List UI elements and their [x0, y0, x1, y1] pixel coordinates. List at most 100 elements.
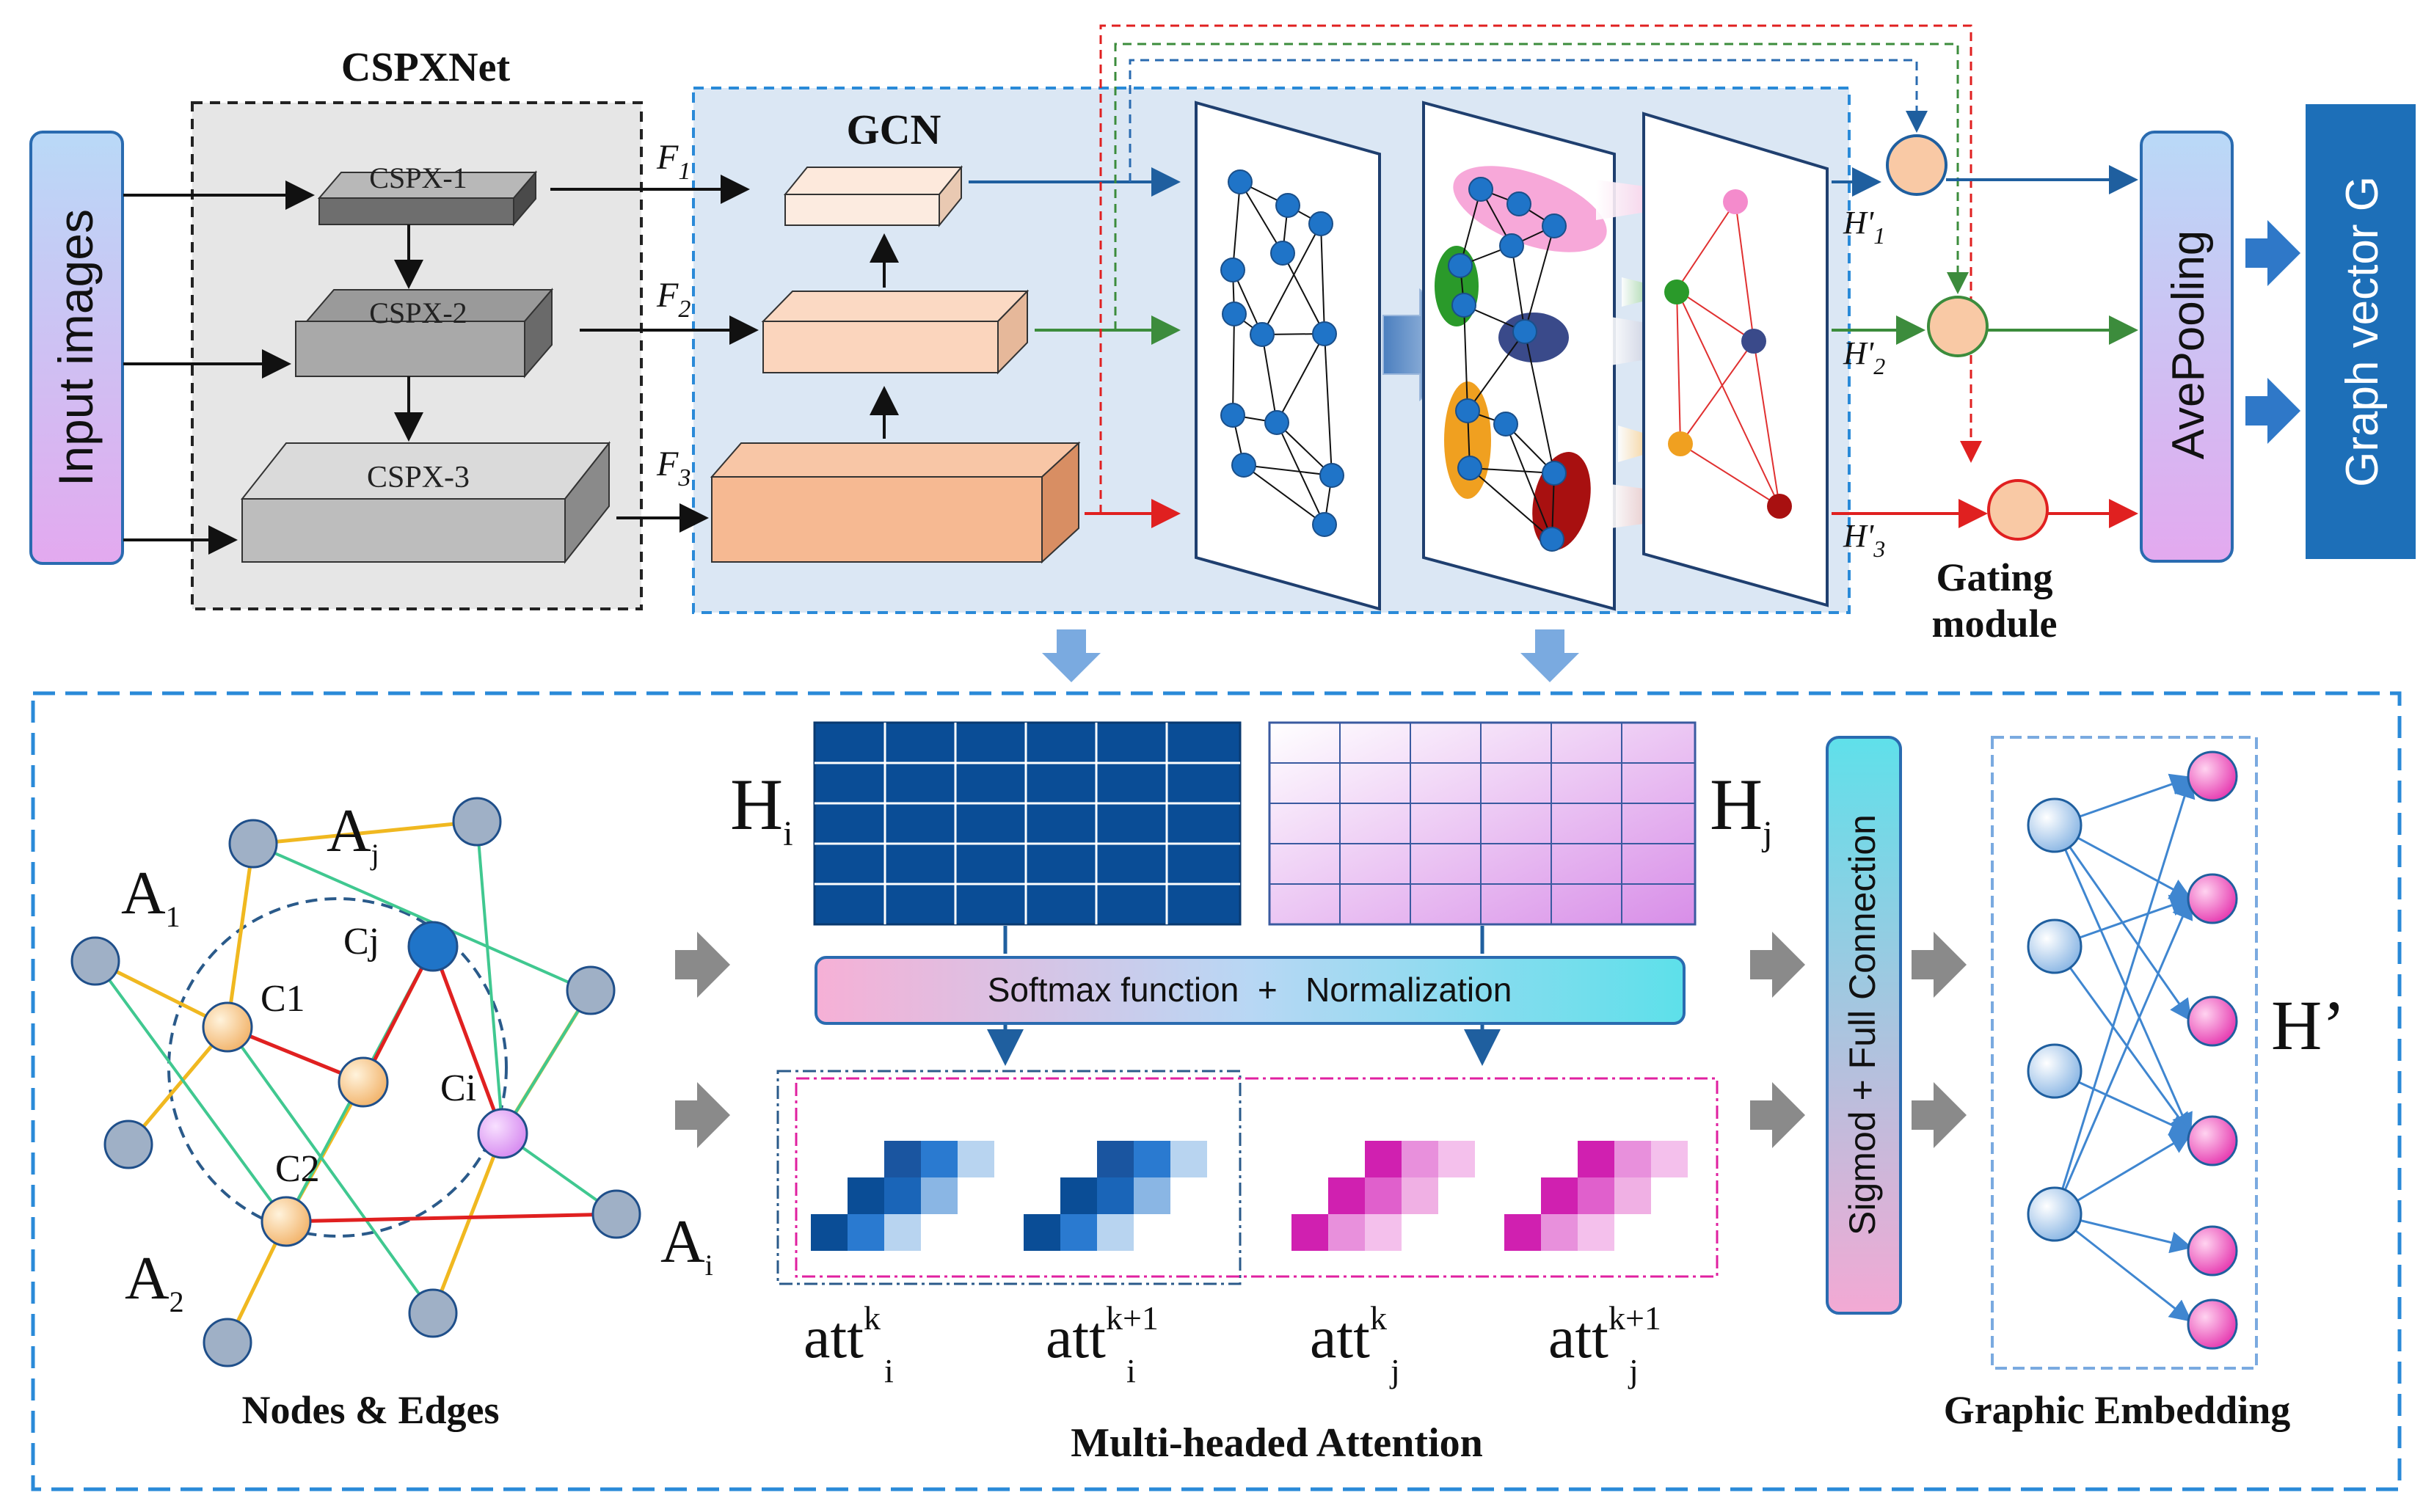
embedding-output-node — [2187, 1115, 2238, 1166]
gcn-title: GCN — [847, 106, 941, 153]
gating-circle-2 — [1927, 296, 1989, 357]
h1-label: H'1 — [1843, 205, 1885, 249]
h-prime-label: H’ — [2271, 986, 2345, 1064]
pooled-node-orange — [1668, 431, 1693, 456]
gating-circle-1 — [1886, 134, 1947, 196]
softmax-label: Softmax function + Normalization — [988, 971, 1512, 1009]
h3-base: H' — [1843, 518, 1875, 554]
label-a1: A1 — [121, 859, 181, 933]
h3-sub: 3 — [1873, 536, 1885, 562]
att-i-k-sup: k — [864, 1299, 881, 1337]
f2-label: F2 — [656, 276, 691, 323]
sigmod-label: Sigmod + Full Connection — [1842, 814, 1883, 1235]
hi-label: Hi — [730, 764, 793, 853]
nodes-edges-graph: A1 Aj A2 Ai C1 C2 Cj Ci Nodes & Edges — [70, 797, 713, 1432]
cspx-1-label: CSPX-1 — [369, 161, 467, 194]
att-j-k1-sub: j — [1628, 1352, 1639, 1389]
hj-matrix — [1268, 721, 1697, 926]
att-j-k1-base: att — [1548, 1304, 1608, 1370]
embedding-input-node — [2027, 1186, 2083, 1242]
pooled-node-navy — [1741, 329, 1766, 354]
cspx-3-block: CSPX-3 — [240, 441, 611, 564]
label-ai: Ai — [660, 1208, 713, 1282]
att-i-container — [776, 1070, 1242, 1285]
gcn-block-2 — [761, 289, 1030, 375]
down-arrow-left — [1042, 629, 1101, 682]
graph-node — [1493, 412, 1518, 437]
graph-node — [1250, 322, 1275, 347]
cluster-boundary — [167, 897, 508, 1238]
att-j-k-sub: j — [1389, 1352, 1400, 1389]
gray-node — [591, 1189, 641, 1239]
gray-node — [452, 797, 502, 847]
label-ai-base: A — [660, 1208, 705, 1276]
f3-sub: 3 — [677, 464, 691, 492]
graph-node — [1222, 302, 1247, 326]
graphic-embedding-caption: Graphic Embedding — [1944, 1388, 2291, 1432]
f3-base: F — [656, 445, 679, 483]
bottom-region — [31, 691, 2402, 1491]
graph-node — [1512, 319, 1537, 344]
down-arrow-right — [1520, 629, 1579, 682]
gray-node — [228, 819, 278, 869]
node-ci — [477, 1108, 528, 1159]
node-cj — [407, 921, 459, 972]
h3-label: H'3 — [1843, 518, 1885, 562]
embedding-output-node — [2187, 750, 2238, 802]
svg-text:F2: F2 — [656, 276, 691, 323]
f2-base: F — [656, 276, 679, 315]
att-j-k1-pattern — [1504, 1141, 1688, 1251]
f2-sub: 2 — [678, 296, 691, 323]
svg-text:F3: F3 — [656, 445, 691, 492]
graph-node — [1448, 253, 1473, 278]
gray-node — [203, 1318, 252, 1367]
graph-node — [1312, 512, 1337, 537]
label-c2: C2 — [275, 1148, 320, 1190]
graph-node — [1457, 456, 1482, 481]
hi-matrix — [813, 721, 1242, 926]
label-cj: Cj — [343, 921, 379, 963]
avepooling-block: AvePooling — [2140, 131, 2234, 563]
nodes-edges-caption: Nodes & Edges — [241, 1388, 499, 1432]
att-j-k-base: att — [1310, 1304, 1370, 1370]
graph-node — [1231, 453, 1256, 478]
f3-label: F3 — [656, 445, 691, 492]
input-images-block: Input images — [29, 131, 124, 565]
gray-node — [408, 1288, 458, 1338]
graph-vector-block: Graph vector G — [2306, 104, 2416, 559]
graph-node — [1270, 241, 1295, 266]
graph-node — [1264, 410, 1289, 435]
hi-base: H — [730, 764, 783, 845]
graph-node — [1542, 213, 1567, 238]
att-j-k-sup: k — [1370, 1299, 1387, 1337]
cspxnet-group: CSPXNet CSPX-1 CSPX-2 CSPX-3 — [191, 45, 643, 610]
label-ai-sub: i — [705, 1249, 713, 1282]
label-aj: Aj — [327, 797, 379, 871]
graph-node — [1312, 321, 1337, 346]
cspx-2-label: CSPX-2 — [369, 296, 467, 329]
att-i-k-base: att — [804, 1304, 864, 1370]
att-i-k-pattern — [811, 1141, 994, 1251]
att-i-k-sub: i — [884, 1352, 894, 1389]
f1-sub: 1 — [678, 158, 691, 185]
softmax-bar: Softmax function + Normalization — [815, 956, 1686, 1025]
f1-label: F1 — [656, 138, 691, 185]
graph-node — [1540, 527, 1564, 552]
pooled-node-green — [1664, 280, 1689, 304]
att-i-k1-sup: k+1 — [1106, 1299, 1159, 1337]
hi-sub: i — [783, 814, 793, 853]
sigmod-block: Sigmod + Full Connection — [1826, 736, 1902, 1315]
att-i-k1-pattern — [1024, 1141, 1207, 1251]
gray-node — [70, 936, 120, 986]
gating-circle-3 — [1987, 479, 2049, 541]
graph-node — [1275, 193, 1300, 218]
graph-panel-3 — [1642, 112, 1829, 607]
graphic-embedding: H’ Graphic Embedding — [1944, 736, 2345, 1432]
att-i-k-label: attki — [804, 1299, 894, 1389]
h1-sub: 1 — [1873, 222, 1885, 249]
gating-dashed-feedback — [1099, 24, 1982, 514]
graph-panel-2 — [1422, 101, 1616, 611]
